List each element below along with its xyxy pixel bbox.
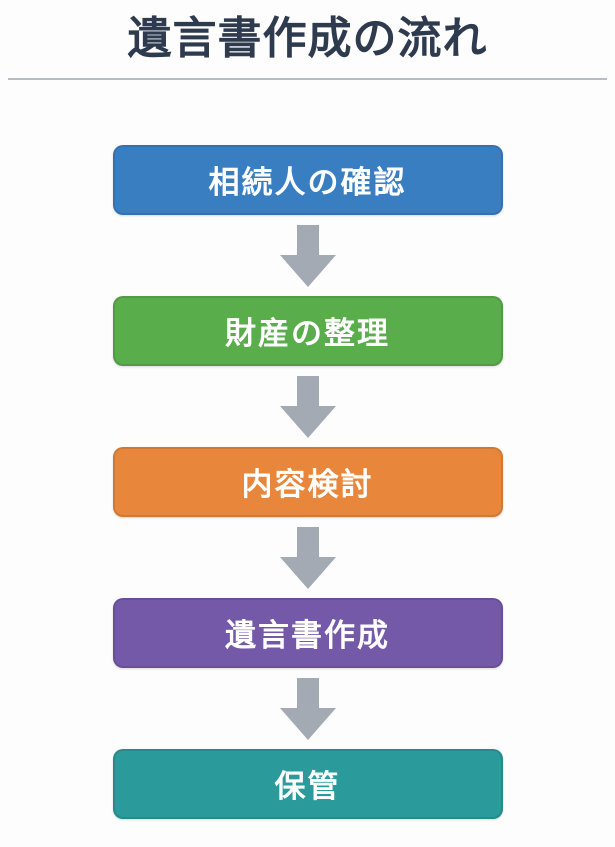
flow-step-label: 遺言書作成 [225,618,390,654]
flow-step-5: 保管 [112,748,503,819]
flow-connector [279,375,337,438]
flow-connector [279,526,337,589]
flow-step-label: 保管 [274,769,341,805]
down-arrow-icon [279,375,336,438]
flow-step-label: 相続人の確認 [208,165,407,201]
flow-step-1: 相続人の確認 [112,144,503,215]
flow-connector [279,224,337,287]
flow-step-4: 遺言書作成 [112,597,503,668]
flow-step-label: 内容検討 [241,467,374,503]
down-arrow-icon [279,224,336,287]
flow-connector [279,677,337,740]
down-arrow-icon [279,526,336,589]
flow-step-2: 財産の整理 [112,295,503,366]
page-title: 遺言書作成の流れ [127,14,488,63]
title-divider [8,77,607,80]
down-arrow-icon [279,677,336,740]
flow-step-3: 内容検討 [112,446,503,517]
flow-step-label: 財産の整理 [225,316,390,352]
flow-steps-container: 相続人の確認財産の整理内容検討遺言書作成保管 [112,144,503,819]
